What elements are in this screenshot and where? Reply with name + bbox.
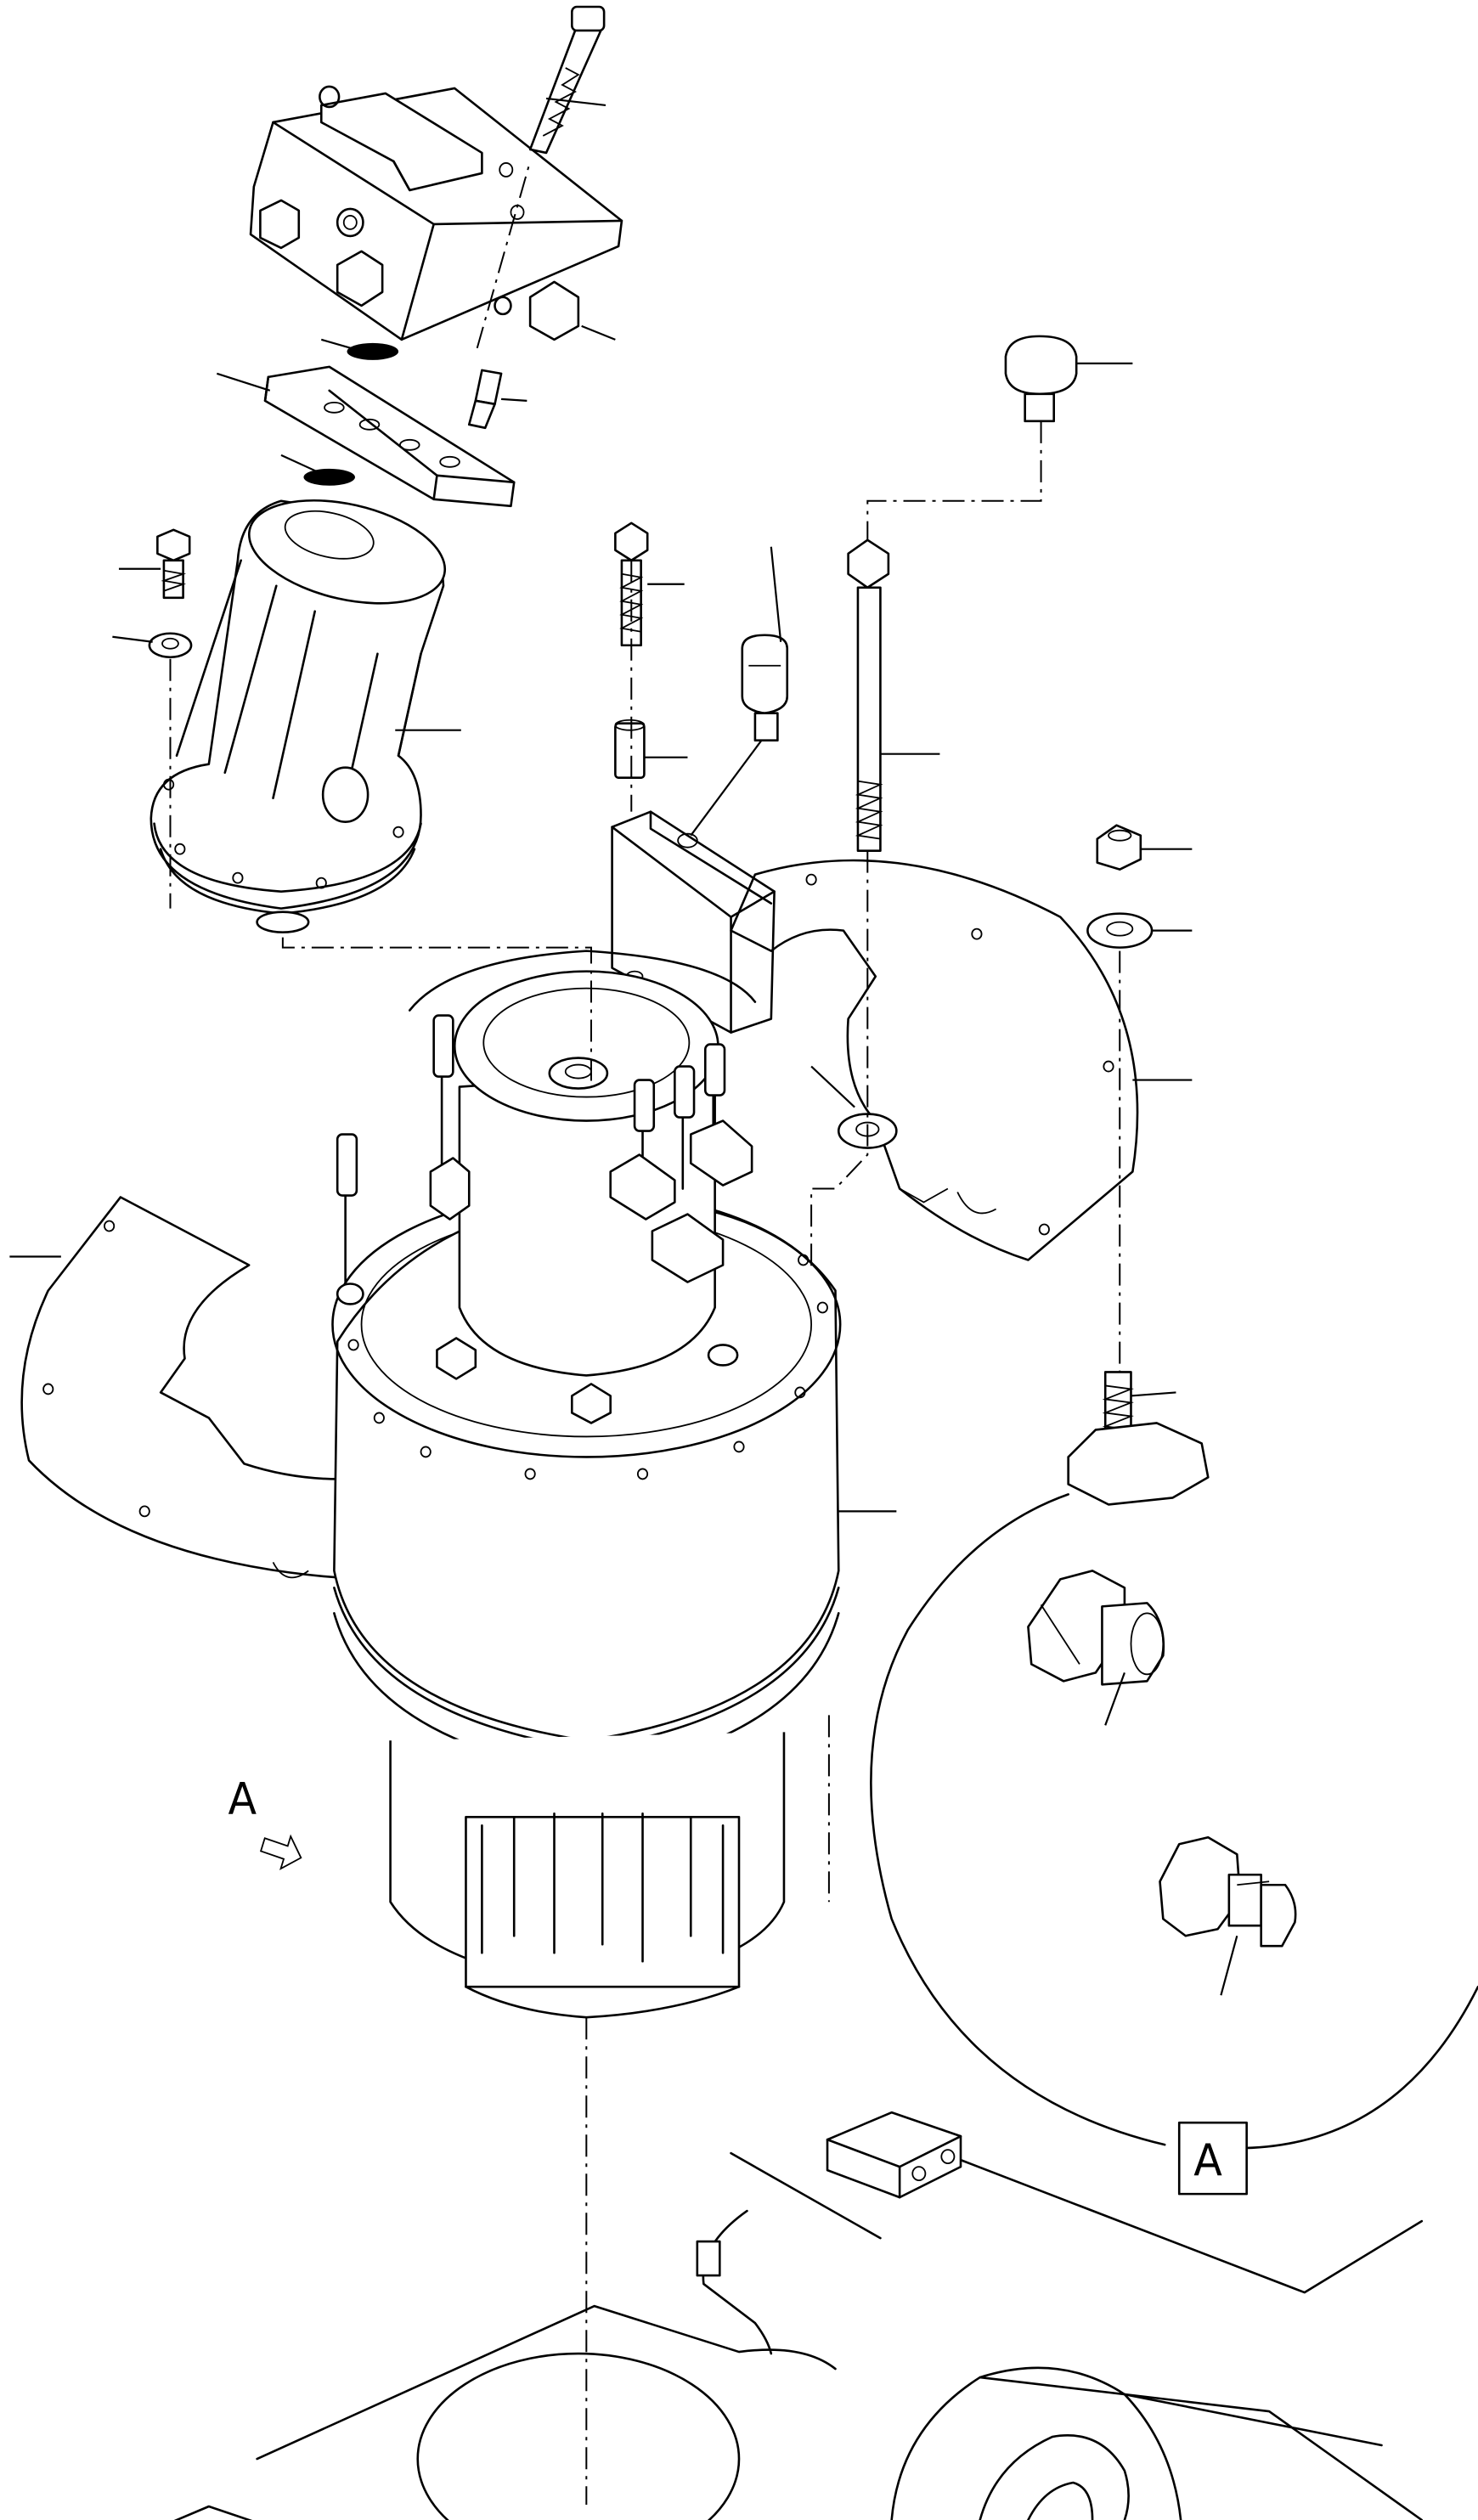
cap-screw bbox=[469, 370, 501, 428]
leader-lines bbox=[9, 99, 1237, 1995]
shim-plate-right bbox=[731, 860, 1138, 1260]
knob bbox=[1006, 336, 1076, 421]
swing-gearbox bbox=[333, 951, 841, 2018]
view-arrow-a: A bbox=[228, 1773, 307, 1874]
o-ring bbox=[303, 468, 355, 486]
hex-bolt-middle bbox=[615, 523, 647, 646]
breather-plug bbox=[742, 635, 787, 741]
grease-lines bbox=[337, 1016, 752, 1305]
adapter-plate bbox=[265, 367, 514, 506]
long-hex-bolt bbox=[849, 540, 888, 851]
hex-bolt bbox=[157, 530, 189, 598]
hydraulic-motor bbox=[151, 483, 454, 932]
lower-frame bbox=[112, 2112, 1421, 2520]
washer bbox=[149, 634, 191, 657]
adjusting-bolt bbox=[1069, 1372, 1209, 1504]
hex-nut bbox=[1097, 826, 1141, 870]
control-valve-block bbox=[251, 87, 622, 340]
mounting-bracket bbox=[612, 812, 775, 1033]
flat-washer bbox=[1087, 914, 1152, 948]
plug-fitting bbox=[1160, 1837, 1296, 1946]
center-lines bbox=[170, 161, 1120, 2505]
o-ring bbox=[347, 342, 399, 360]
view-label-a: A bbox=[228, 1773, 257, 1824]
detail-label-a: A bbox=[1193, 2134, 1222, 2186]
spacer-sleeve bbox=[615, 720, 644, 778]
long-socket-screw bbox=[530, 7, 604, 153]
detail-a-circle bbox=[871, 1494, 1478, 2148]
detail-a-tag: A bbox=[1179, 2123, 1246, 2194]
magnetic-plug bbox=[1028, 1570, 1163, 1684]
